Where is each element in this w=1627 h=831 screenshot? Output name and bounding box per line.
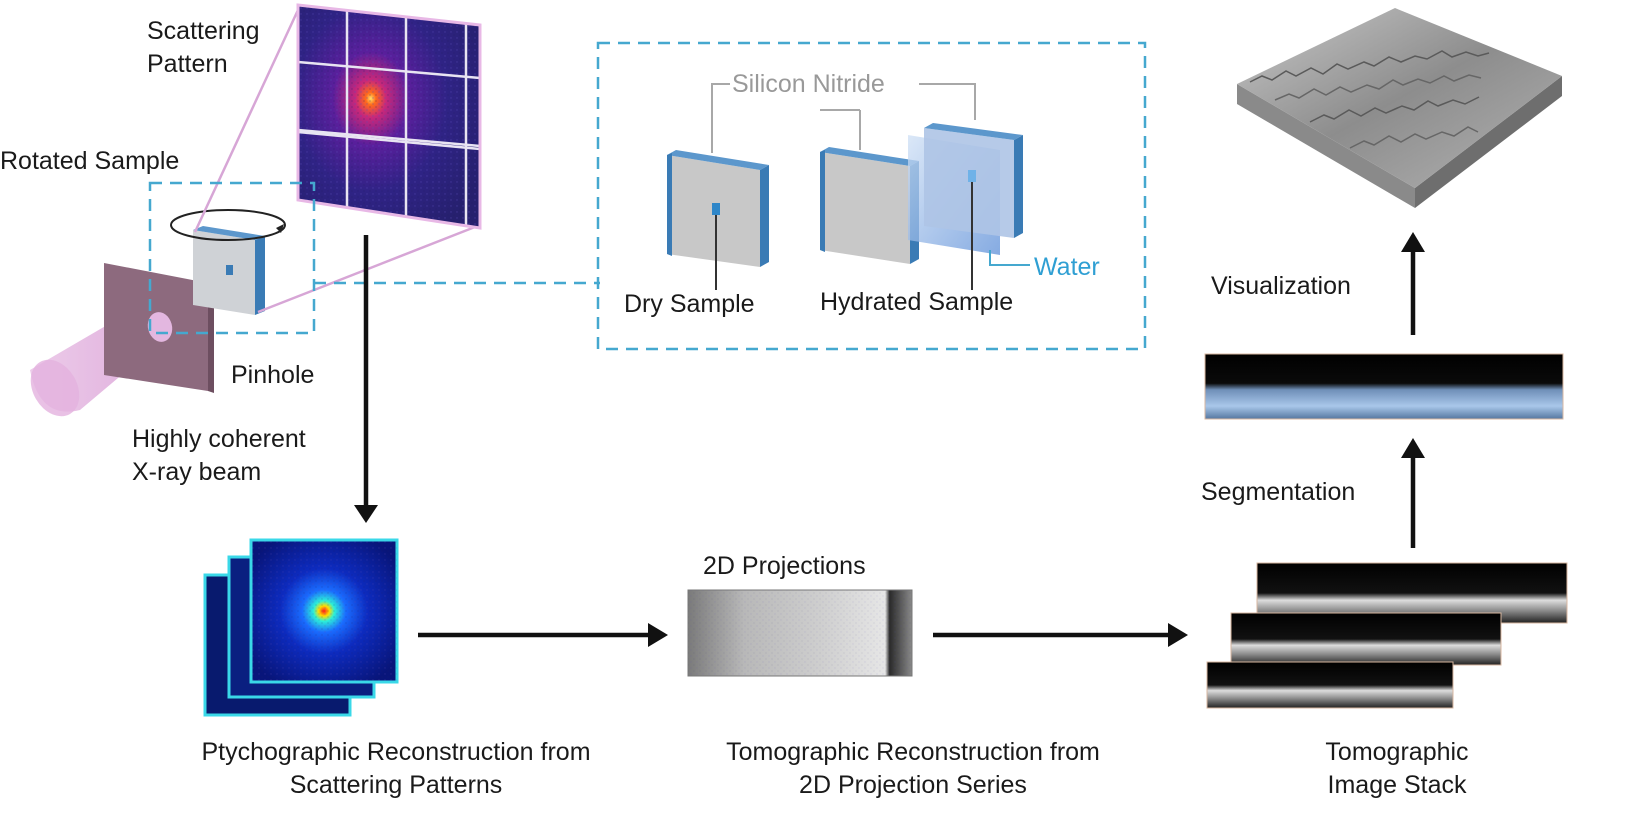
tomo-caption: Tomographic Reconstruction from 2D Proje… — [660, 736, 1166, 802]
ptycho-caption: Ptychographic Reconstruction from Scatte… — [130, 736, 662, 802]
arrow-to-visualization-head — [1401, 232, 1425, 252]
stack-caption: Tomographic Image Stack — [1290, 736, 1504, 802]
scattering-pattern-label-line2: Pattern — [147, 50, 228, 78]
projections-label: 2D Projections — [703, 552, 866, 580]
stack-caption-line1: Tomographic — [1325, 738, 1469, 766]
scattering-pattern-label: Scattering Pattern — [147, 15, 260, 81]
pattern-projection-lines — [193, 9, 481, 314]
pinhole-label: Pinhole — [231, 361, 315, 389]
water-label: Water — [1034, 253, 1100, 281]
xray-beam-label-line1: Highly coherent — [132, 425, 306, 453]
rotated-sample-label: Rotated Sample — [0, 147, 180, 175]
dry-sample-label: Dry Sample — [624, 290, 755, 318]
hydrated-sample-label: Hydrated Sample — [820, 288, 1014, 316]
surface-visualization — [1237, 8, 1562, 208]
tomo-caption-line2: 2D Projection Series — [799, 771, 1027, 799]
visualization-label: Visualization — [1211, 272, 1351, 300]
stack-caption-line2: Image Stack — [1327, 771, 1467, 799]
hydrated-frame-front — [924, 123, 1023, 290]
arrow-to-segmentation-head — [1401, 438, 1425, 458]
pinhole-plate — [104, 263, 214, 393]
arrow-to-tomo-stack-head — [1168, 623, 1188, 647]
xray-beam-label-line2: X-ray beam — [132, 458, 262, 486]
rotated-sample — [170, 209, 286, 315]
sample-prep-inset — [596, 41, 1147, 351]
sample-zoom-box — [148, 181, 600, 335]
arrow-to-projections-head — [648, 623, 668, 647]
dry-sample-frame — [667, 150, 769, 290]
segmentation-label: Segmentation — [1201, 478, 1356, 506]
arrow-to-ptycho-head — [354, 505, 378, 523]
projection-image — [687, 589, 913, 677]
xray-beam-label: Highly coherent X-ray beam — [132, 423, 306, 489]
ptycho-stack — [203, 538, 399, 717]
tomo-caption-line1: Tomographic Reconstruction from — [726, 738, 1100, 766]
scattering-pattern-label-line1: Scattering — [147, 17, 260, 45]
ptycho-caption-line1: Ptychographic Reconstruction from — [201, 738, 591, 766]
hydrated-frame-back — [820, 147, 919, 264]
ptycho-caption-line2: Scattering Patterns — [289, 771, 503, 799]
silicon-nitride-label: Silicon Nitride — [732, 70, 885, 98]
tomo-image-stack — [1206, 562, 1568, 709]
segmented-image — [1204, 353, 1564, 420]
scattering-pattern-detector — [296, 3, 482, 230]
